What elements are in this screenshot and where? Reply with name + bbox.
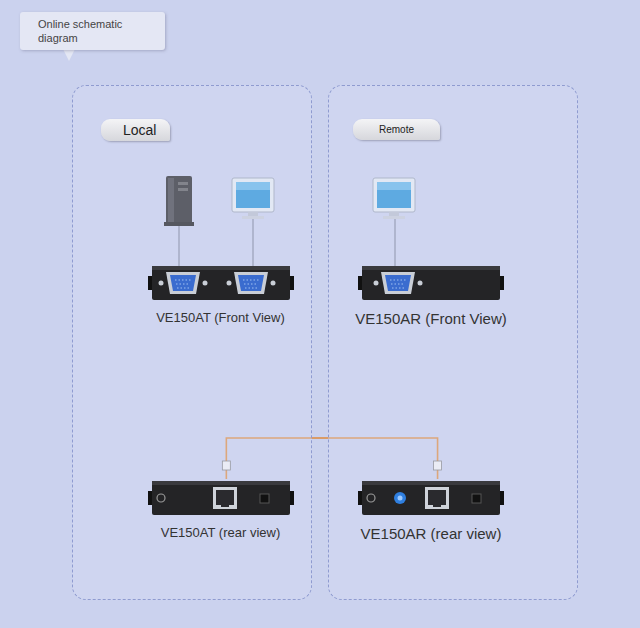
region-tab: Local (101, 119, 170, 141)
device-label: VE150AT (rear view) (161, 525, 280, 540)
device-box (358, 264, 504, 302)
device-node: VE150AR (Front View) (339, 264, 523, 327)
device-label: VE150AT (Front View) (156, 310, 285, 325)
device-box (148, 264, 294, 302)
device-box (148, 479, 294, 517)
device-label: VE150AR (rear view) (361, 525, 502, 542)
device-node: VE150AT (Front View) (123, 264, 318, 325)
callout-box: Online schematic diagram (20, 12, 165, 50)
callout-text: Online schematic diagram (20, 12, 156, 49)
region-tab: Remote (353, 119, 440, 140)
site-region: RemoteVE150AR (Front View) VE150AR (rear … (328, 85, 578, 600)
site-region: LocalVE150AT (Front View) VE150AT (rear v… (72, 85, 312, 600)
device-box (358, 479, 504, 517)
device-node: VE150AT (rear view) (123, 479, 318, 540)
device-label: VE150AR (Front View) (355, 310, 506, 327)
callout-tail (63, 49, 75, 61)
device-node: VE150AR (rear view) (339, 479, 523, 542)
